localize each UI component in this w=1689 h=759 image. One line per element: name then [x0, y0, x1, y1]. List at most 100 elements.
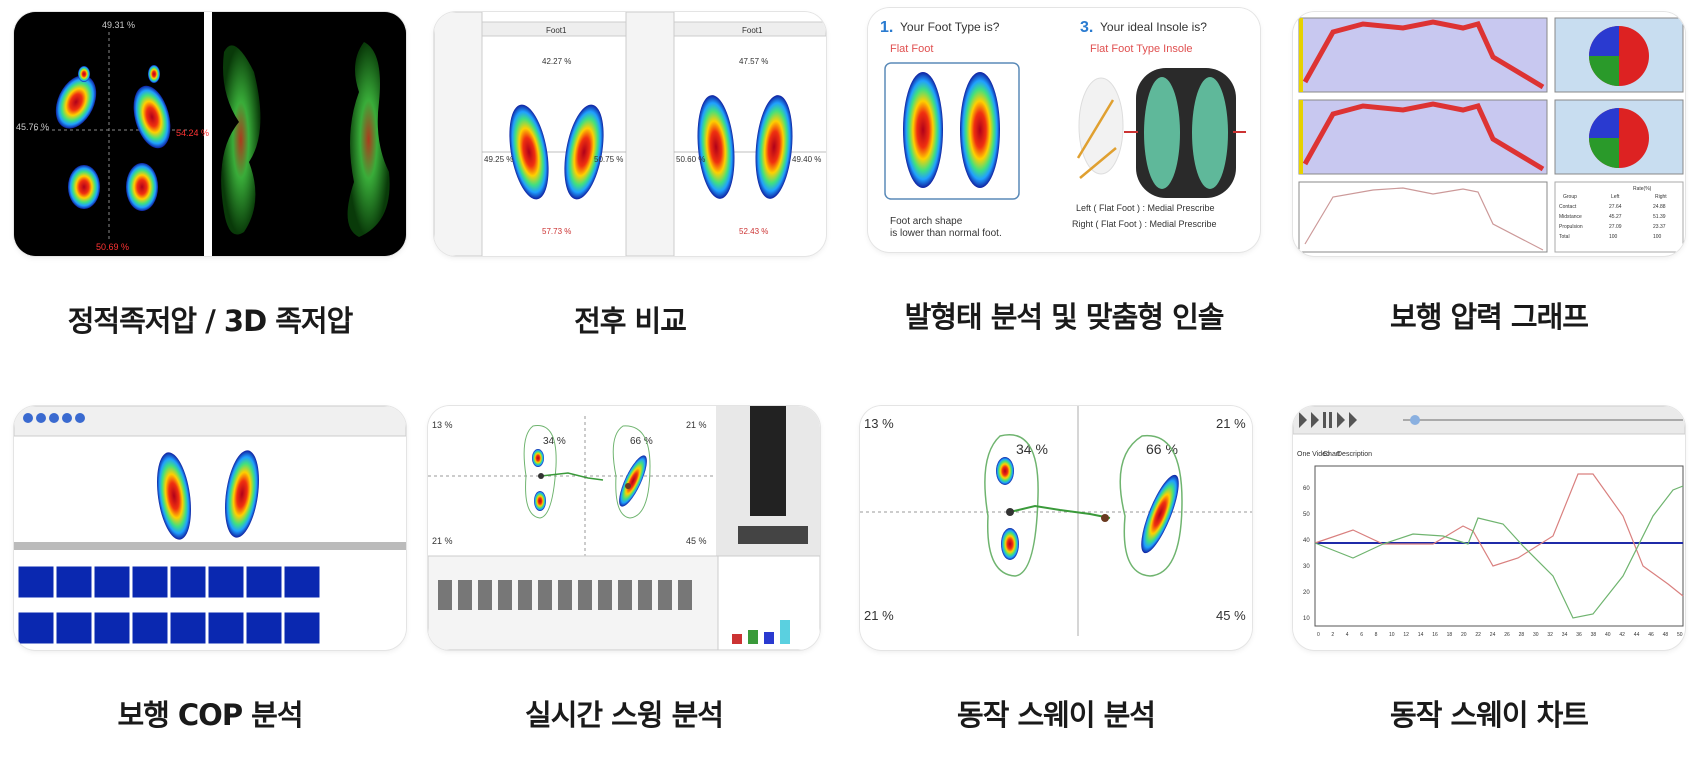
card-comparison[interactable]: Foot1 Foot1 42.27 % 49.25 % 50.75 % 57.7…	[434, 12, 826, 256]
right-row: Right ( Flat Foot ) : Medial Prescribe	[1072, 219, 1217, 229]
sway-right-pct: 66 %	[1146, 441, 1178, 457]
table-head-left: Left	[1611, 194, 1620, 200]
a-right: 50.75 %	[594, 155, 623, 164]
left-row: Left ( Flat Foot ) : Medial Prescribe	[1076, 203, 1215, 213]
x-tick: 28	[1519, 632, 1525, 638]
x-tick: 34	[1562, 632, 1568, 638]
swing-image: 13 % 21 % 21 % 45 % 34 % 66 %	[428, 406, 820, 650]
svg-text:Midstance: Midstance	[1559, 214, 1582, 220]
x-tick: 30	[1533, 632, 1539, 638]
gait-cop-image	[14, 406, 406, 650]
x-tick: 2	[1331, 632, 1334, 638]
tab-one-video[interactable]: One Video	[1297, 451, 1330, 458]
rate-label: Rate(%)	[1633, 186, 1652, 192]
card-gait-cop[interactable]	[14, 406, 406, 650]
x-tick: 36	[1576, 632, 1582, 638]
card-sway[interactable]: 13 % 21 % 21 % 45 % 34 % 66 %	[860, 406, 1252, 650]
swing-tr: 21 %	[686, 420, 707, 430]
table-row: Propulsion 27.09 23.37	[1559, 224, 1666, 230]
table-head-group: Group	[1563, 194, 1577, 200]
right-panel-title: Foot1	[742, 26, 763, 35]
left-pct: 45.76 %	[16, 122, 49, 132]
caption-sway-chart: 동작 스웨이 차트	[1390, 698, 1589, 732]
table-row: Total 100 100	[1559, 234, 1662, 240]
x-tick: 18	[1447, 632, 1453, 638]
x-tick: 12	[1403, 632, 1409, 638]
x-tick: 20	[1461, 632, 1467, 638]
foot-type-image: 1. Your Foot Type is? Flat Foot 3. Your …	[868, 8, 1260, 252]
series-green	[1314, 485, 1684, 619]
caption-sway: 동작 스웨이 분석	[957, 698, 1156, 732]
svg-text:27.09: 27.09	[1609, 224, 1622, 230]
x-tick: 6	[1360, 632, 1363, 638]
a3-text: Flat Foot Type Insole	[1090, 43, 1193, 55]
caption-gait-cop: 보행 COP 분석	[117, 698, 303, 732]
x-tick: 14	[1418, 632, 1424, 638]
x-tick: 48	[1663, 632, 1669, 638]
sway-chart-image: One Video Chart Description 60 50 40 30 …	[1293, 406, 1685, 650]
b-bottom: 52.43 %	[739, 227, 768, 236]
x-tick: 40	[1605, 632, 1611, 638]
x-tick: 42	[1619, 632, 1625, 638]
x-tick: 26	[1504, 632, 1510, 638]
x-tick: 16	[1432, 632, 1438, 638]
sway-tr: 21 %	[1216, 416, 1246, 431]
swing-br: 45 %	[686, 536, 707, 546]
x-tick: 50	[1677, 632, 1683, 638]
y-tick: 30	[1303, 564, 1310, 570]
q3-text: Your ideal Insole is?	[1100, 20, 1207, 34]
sway-bl: 21 %	[864, 608, 894, 623]
swing-right-pct: 66 %	[630, 436, 653, 447]
y-tick: 60	[1303, 486, 1310, 492]
x-tick: 44	[1634, 632, 1640, 638]
x-tick: 24	[1490, 632, 1496, 638]
y-tick: 50	[1303, 512, 1310, 518]
card-foot-type[interactable]: 1. Your Foot Type is? Flat Foot 3. Your …	[868, 8, 1260, 252]
table-head-right: Right	[1655, 194, 1667, 200]
tab-chart[interactable]: Chart	[1323, 451, 1340, 458]
x-tick: 46	[1648, 632, 1654, 638]
svg-text:51.39: 51.39	[1653, 214, 1666, 220]
caption-static-pressure: 정적족저압 / 3D 족저압	[67, 304, 354, 338]
svg-text:Total: Total	[1559, 234, 1570, 240]
svg-text:Propulsion: Propulsion	[1559, 224, 1583, 230]
x-tick: 22	[1475, 632, 1481, 638]
top-pct: 49.31 %	[102, 20, 135, 30]
svg-text:24.88: 24.88	[1653, 204, 1666, 210]
b-top: 47.57 %	[739, 57, 768, 66]
a-bottom: 57.73 %	[542, 227, 571, 236]
b-right: 49.40 %	[792, 155, 821, 164]
a1-text: Flat Foot	[890, 43, 933, 55]
right-pct: 54.24 %	[176, 128, 209, 138]
bottom-pct: 50.69 %	[96, 242, 129, 252]
swing-bl: 21 %	[432, 536, 453, 546]
y-tick: 20	[1303, 590, 1310, 596]
a-left: 49.25 %	[484, 155, 513, 164]
note-line1: Foot arch shape	[890, 216, 963, 227]
q3-number: 3.	[1080, 19, 1093, 36]
svg-text:23.37: 23.37	[1653, 224, 1666, 230]
gait-graph-image: Rate(%) Group Left Right Contact 27.64 2…	[1293, 12, 1685, 256]
x-tick: 4	[1346, 632, 1349, 638]
svg-text:45.27: 45.27	[1609, 214, 1622, 220]
x-tick: 38	[1591, 632, 1597, 638]
a-top: 42.27 %	[542, 57, 571, 66]
sway-image: 13 % 21 % 21 % 45 % 34 % 66 %	[860, 406, 1252, 650]
card-swing[interactable]: 13 % 21 % 21 % 45 % 34 % 66 %	[428, 406, 820, 650]
note-line2: is lower than normal foot.	[890, 228, 1002, 239]
q1-number: 1.	[880, 19, 893, 36]
caption-gait-graph: 보행 압력 그래프	[1390, 300, 1589, 334]
y-tick: 40	[1303, 538, 1310, 544]
card-gait-graph[interactable]: Rate(%) Group Left Right Contact 27.64 2…	[1293, 12, 1685, 256]
svg-text:100: 100	[1653, 234, 1662, 240]
x-tick: 8	[1375, 632, 1378, 638]
card-sway-chart[interactable]: One Video Chart Description 60 50 40 30 …	[1293, 406, 1685, 650]
q1-text: Your Foot Type is?	[900, 20, 1000, 34]
card-static-pressure[interactable]: 49.31 % 45.76 % 50.69 % 54.24 %	[14, 12, 406, 256]
tab-description[interactable]: Description	[1337, 451, 1372, 458]
comparison-image: Foot1 Foot1 42.27 % 49.25 % 50.75 % 57.7…	[434, 12, 826, 256]
x-tick: 32	[1547, 632, 1553, 638]
b-left: 50.60 %	[676, 155, 705, 164]
x-tick: 10	[1389, 632, 1395, 638]
